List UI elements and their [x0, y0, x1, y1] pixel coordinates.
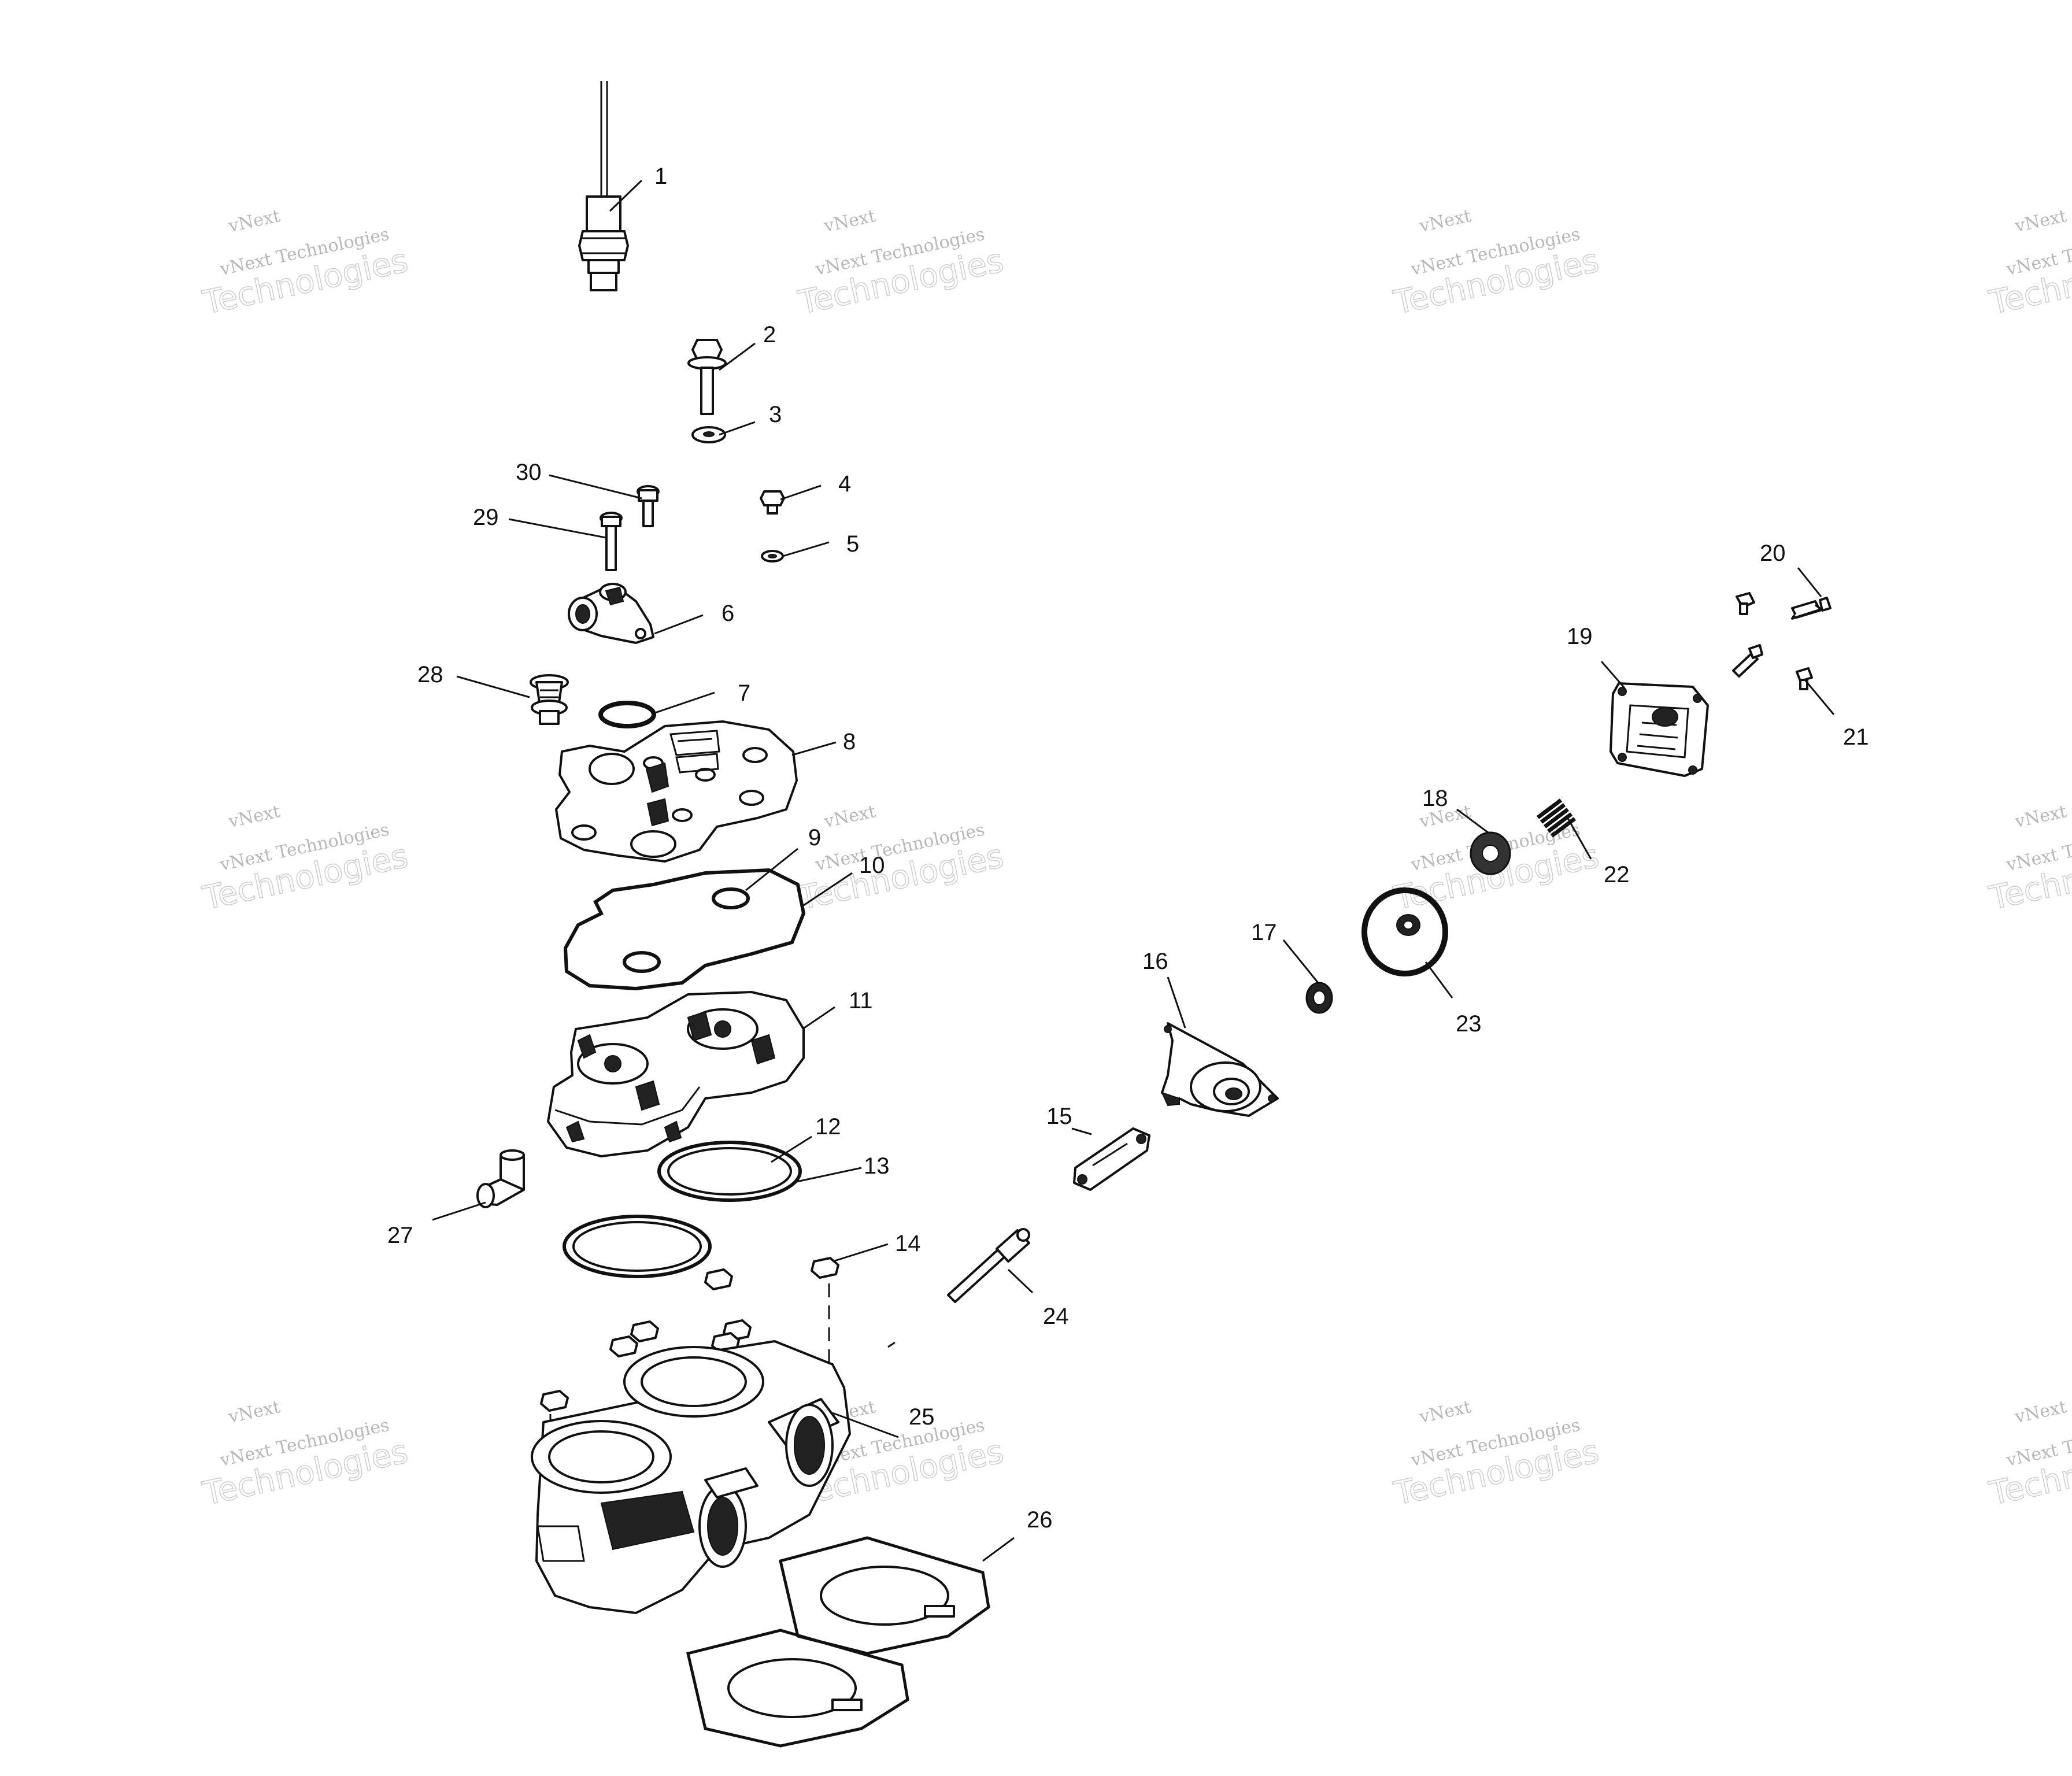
- callout-9: 9: [808, 825, 821, 850]
- part-gasket-15: [1073, 1127, 1150, 1191]
- callout-19: 19: [1567, 624, 1593, 649]
- callout-15: 15: [1046, 1104, 1072, 1129]
- watermark: vNext vNext Technologies Technologies: [1985, 801, 2072, 918]
- part-gasket-23: [1361, 887, 1448, 976]
- callout-16: 16: [1142, 949, 1168, 974]
- part-screws: [1732, 592, 1832, 690]
- callout-5: 5: [846, 531, 859, 557]
- watermark-brand: vNext: [1417, 206, 1472, 236]
- watermark-brand: vNext: [2012, 801, 2068, 832]
- callout-25: 25: [909, 1404, 935, 1430]
- part-washer-5: [761, 550, 784, 563]
- watermark: vNext vNext Technologies Technologies: [1985, 206, 2072, 323]
- callout-13: 13: [864, 1153, 890, 1179]
- callout-18: 18: [1422, 786, 1448, 811]
- part-thermostat: [530, 674, 569, 725]
- callout-28: 28: [417, 662, 443, 687]
- callout-14: 14: [895, 1231, 921, 1256]
- callout-21: 21: [1843, 724, 1869, 750]
- callout-7: 7: [738, 680, 750, 706]
- callout-17: 17: [1251, 920, 1277, 945]
- part-seal-17: [1305, 982, 1333, 1014]
- callout-22: 22: [1604, 862, 1630, 887]
- watermark-brand: vNext: [226, 1397, 282, 1427]
- watermark: vNext vNext Technologies Technologies: [199, 1397, 412, 1514]
- watermark-brand: vNext: [822, 801, 877, 832]
- watermark-brand: vNext: [822, 206, 877, 236]
- part-base-gasket: [686, 1536, 990, 1748]
- part-o-ring-9: [623, 887, 750, 973]
- part-temp-sensor: [578, 81, 629, 291]
- callout-30: 30: [516, 460, 542, 485]
- part-bolt-30: [637, 485, 660, 527]
- callout-labels: 1 2 3 4 5 6 7 8 9 10 11 12 13 14 15 16 1…: [387, 164, 1869, 1533]
- part-bolt-29: [600, 512, 623, 571]
- part-screw-4: [760, 490, 785, 515]
- callout-11: 11: [849, 988, 873, 1013]
- part-pump-cover: [1610, 682, 1709, 777]
- watermark: vNext vNext Technologies Technologies: [1985, 1397, 2072, 1514]
- part-elbow-fitting: [476, 1149, 525, 1208]
- watermark: vNext vNext Technologies Technologies: [794, 206, 1007, 323]
- watermark: vNext vNext Technologies Technologies: [199, 801, 412, 918]
- callout-1: 1: [654, 164, 667, 189]
- part-head-gasket-12: [657, 1141, 802, 1202]
- callout-2: 2: [763, 322, 776, 347]
- watermark: vNext vNext Technologies Technologies: [199, 206, 412, 323]
- part-cylinder-block: [531, 1340, 851, 1614]
- part-thermostat-housing: [568, 583, 654, 644]
- watermark-brand: vNext: [226, 206, 282, 236]
- callout-6: 6: [722, 601, 734, 626]
- part-bolt-2: [687, 339, 727, 415]
- callout-23: 23: [1456, 1011, 1482, 1037]
- watermark-brand: vNext: [2012, 206, 2068, 236]
- callout-27: 27: [387, 1223, 413, 1248]
- callout-29: 29: [473, 505, 499, 530]
- part-head-gasket-13: [563, 1215, 712, 1278]
- callout-10: 10: [859, 853, 885, 878]
- part-impeller: [1470, 831, 1511, 875]
- callout-12: 12: [815, 1114, 841, 1139]
- watermark-layer: vNext vNext Technologies Technologies vN…: [199, 206, 2072, 1514]
- callout-24: 24: [1043, 1304, 1069, 1329]
- callout-26: 26: [1027, 1507, 1053, 1533]
- callout-4: 4: [838, 471, 851, 497]
- part-stud-24: [947, 1228, 1030, 1303]
- callout-20: 20: [1760, 541, 1786, 566]
- callout-8: 8: [843, 729, 856, 754]
- watermark: vNext vNext Technologies Technologies: [1390, 1397, 1603, 1514]
- watermark-brand: vNext: [1417, 1397, 1472, 1427]
- watermark-brand: vNext: [226, 801, 282, 832]
- watermark-brand: vNext: [2012, 1397, 2068, 1427]
- part-spring-22: [1536, 798, 1577, 838]
- part-head-cover: [555, 720, 798, 863]
- part-washer-3: [691, 426, 726, 443]
- part-pump-housing: [1161, 1022, 1279, 1117]
- part-cylinder-head: [547, 991, 805, 1157]
- part-o-ring-7: [598, 701, 656, 728]
- callout-3: 3: [769, 402, 782, 427]
- part-head-gasket-10: [563, 868, 806, 991]
- part-nuts: [540, 1257, 839, 1480]
- leader-lines: [432, 179, 1835, 1562]
- watermark: vNext vNext Technologies Technologies: [1390, 206, 1603, 323]
